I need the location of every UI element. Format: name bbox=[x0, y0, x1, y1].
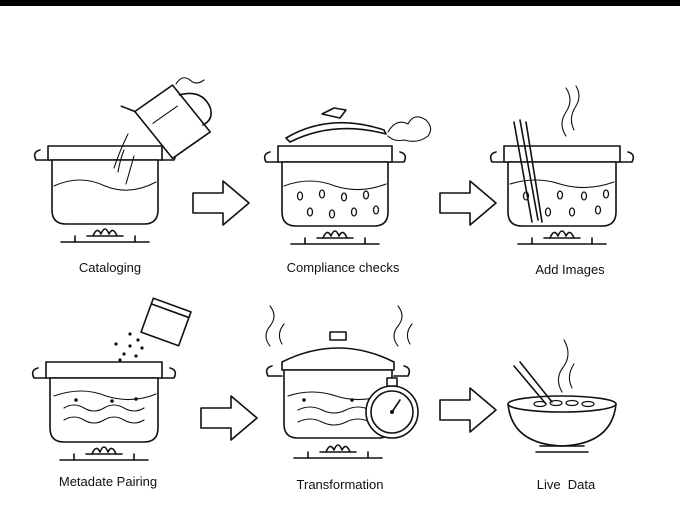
step-label-compliance-checks: Compliance checks bbox=[286, 260, 400, 275]
right-arrow-icon bbox=[439, 387, 497, 433]
right-arrow-icon bbox=[439, 180, 497, 226]
pot-noodles-icon bbox=[489, 85, 635, 245]
noodle-bowl-icon bbox=[507, 339, 617, 453]
pot-timer-icon bbox=[265, 305, 419, 459]
pot-seasoning-icon bbox=[31, 297, 192, 461]
right-arrow-icon bbox=[200, 395, 258, 441]
step-label-metadate-pairing: Metadate Pairing bbox=[58, 474, 158, 489]
step-label-transformation: Transformation bbox=[296, 477, 384, 492]
step-label-add-images: Add Images bbox=[535, 262, 605, 277]
top-border-bar bbox=[0, 0, 680, 6]
step-label-cataloging: Cataloging bbox=[78, 260, 142, 275]
right-arrow-icon bbox=[192, 180, 250, 226]
step-label-live-data: Live Data bbox=[536, 477, 596, 492]
pot-lid-steam-icon bbox=[263, 107, 432, 245]
pot-pouring-icon bbox=[33, 77, 212, 243]
